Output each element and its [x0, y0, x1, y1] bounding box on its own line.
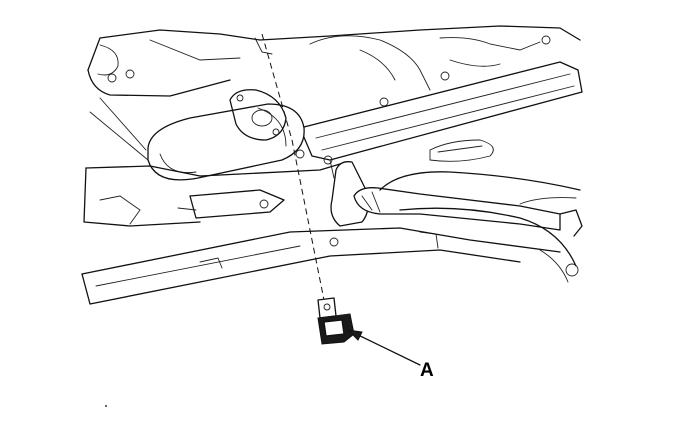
- callout-label-a: A: [420, 360, 434, 381]
- engine-upper-body: [87, 25, 581, 107]
- suspension-arm: [330, 161, 583, 283]
- alignment-dashed-line: [261, 33, 325, 301]
- speck-mark: [105, 405, 107, 407]
- callout-a-leader: [346, 329, 421, 366]
- bracket-part-a: [317, 297, 355, 345]
- starter-motor: [89, 89, 305, 181]
- lower-crossbar: [81, 149, 561, 305]
- subframe-plate: [83, 163, 341, 227]
- diagonal-crossmember: [299, 61, 583, 179]
